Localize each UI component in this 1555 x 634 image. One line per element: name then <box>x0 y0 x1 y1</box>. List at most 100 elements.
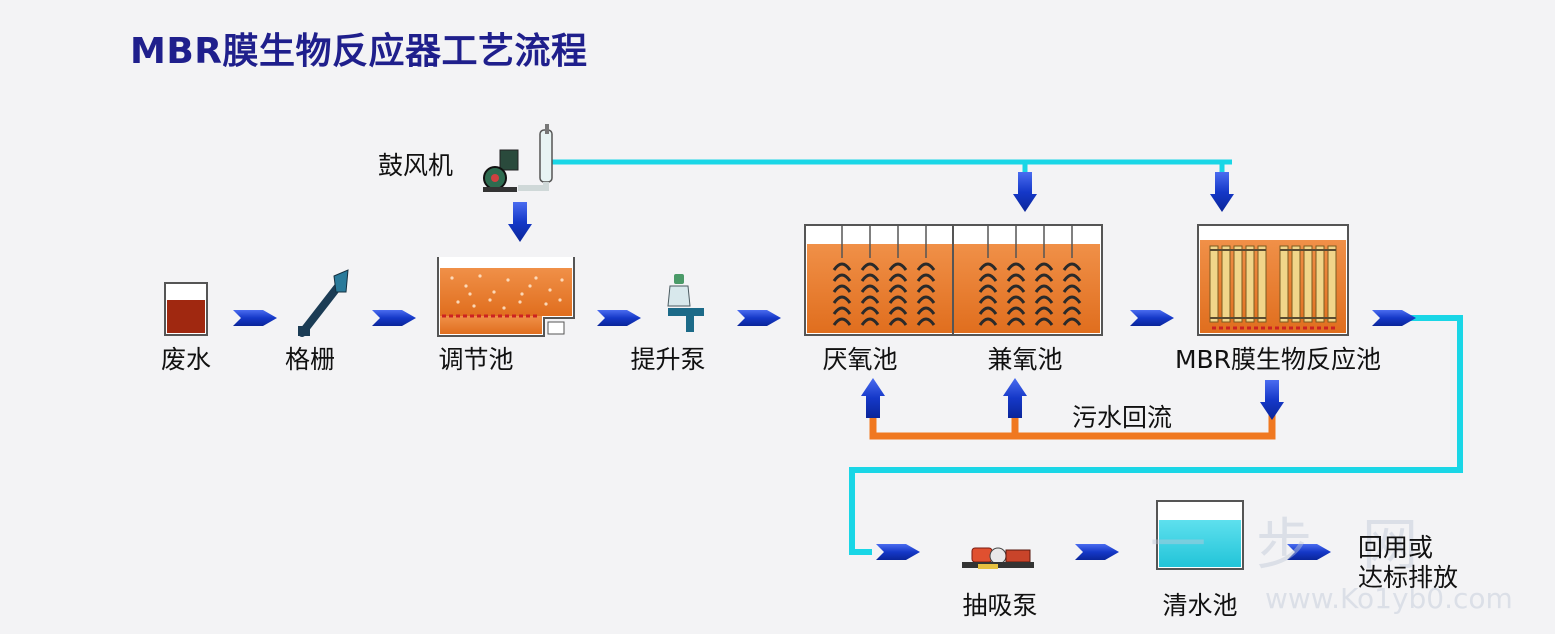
permeate-pipe <box>849 315 1463 555</box>
mbr-tank-label: MBR膜生物反应池 <box>1174 345 1382 374</box>
membrane-module <box>1233 245 1243 323</box>
diffuser-arc <box>832 284 852 293</box>
diffuser-arc <box>1034 262 1054 271</box>
page-title: MBR膜生物反应器工艺流程 <box>130 31 588 72</box>
diffuser-arc <box>978 262 998 271</box>
diffuser-arc <box>832 295 852 304</box>
diffuser-arc <box>1006 284 1026 293</box>
diffuser-arc <box>860 284 880 293</box>
wastewater-tank-icon <box>164 282 208 336</box>
clear-water-tank-icon <box>1156 500 1244 570</box>
anaerobic-anoxic-tank-icon <box>804 224 1103 336</box>
flow-arrow-mbr-outlet <box>1372 310 1416 326</box>
return-arrow-mbr <box>1260 380 1284 420</box>
membrane-module <box>1245 245 1255 323</box>
diffuser-arc <box>1062 273 1082 282</box>
membrane-module <box>1257 245 1267 323</box>
diffuser-arc <box>860 306 880 315</box>
diffuser-arc <box>1006 295 1026 304</box>
diffuser-arc <box>1062 284 1082 293</box>
lift-pump-label: 提升泵 <box>630 345 706 374</box>
watermark-cn: 一步网 <box>1150 513 1468 578</box>
diffuser-arc <box>860 273 880 282</box>
flow-arrow-tank-to-pump <box>597 310 641 326</box>
diffuser-arc <box>916 295 936 304</box>
suction-pump-icon <box>962 547 1034 569</box>
membrane-module <box>1327 245 1337 323</box>
reuse-label-line1: 回用或 <box>1358 533 1434 562</box>
diffuser-arc <box>832 306 852 315</box>
flow-arrow-anoxic-to-mbr <box>1130 310 1174 326</box>
diffuser-arc <box>888 273 908 282</box>
diffuser-arc <box>978 295 998 304</box>
flow-arrows <box>233 172 1416 560</box>
screen-icon <box>298 269 349 337</box>
diffuser-arc <box>978 284 998 293</box>
diffuser-arc <box>978 317 998 326</box>
diffuser-arc <box>832 317 852 326</box>
diffuser-arc <box>888 262 908 271</box>
flow-arrow-screen-to-tank <box>372 310 416 326</box>
membrane-module <box>1303 245 1313 323</box>
diffuser-arc <box>1034 284 1054 293</box>
air-arrow-anoxic <box>1013 172 1037 212</box>
diffuser-arc <box>1034 273 1054 282</box>
diffuser-arc <box>978 273 998 282</box>
diffuser-arc <box>860 317 880 326</box>
screen-label: 格栅 <box>284 345 336 374</box>
clear-water-tank-label: 清水池 <box>1162 591 1238 620</box>
membrane-module <box>1315 245 1325 323</box>
wastewater-label: 废水 <box>160 345 212 374</box>
membrane-module <box>1221 245 1231 323</box>
diffuser-arc <box>1006 262 1026 271</box>
diffuser-arc <box>888 284 908 293</box>
diffuser-arc <box>888 306 908 315</box>
diffuser-arc <box>978 306 998 315</box>
diffuser-arc <box>916 262 936 271</box>
diffuser-arc <box>832 262 852 271</box>
diffuser-arc <box>888 317 908 326</box>
diffuser-arc <box>1006 273 1026 282</box>
diffuser-arc <box>1034 306 1054 315</box>
diffuser-arc <box>1006 306 1026 315</box>
flow-arrow-pump-to-clear-tank <box>1075 544 1119 560</box>
diffuser-arc <box>1006 317 1026 326</box>
diffuser-arc <box>1034 317 1054 326</box>
flow-arrow-to-discharge <box>1287 544 1331 560</box>
membrane-module <box>1279 245 1289 323</box>
diffuser-arc <box>860 262 880 271</box>
equalization-tank-icon <box>437 257 575 337</box>
air-pipe <box>548 159 1232 175</box>
watermark-url: www.Ko1yb0.com <box>1265 582 1513 615</box>
diffuser-arc <box>860 295 880 304</box>
diffuser-arc <box>916 273 936 282</box>
air-arrow-blower <box>508 202 532 242</box>
diffuser-arc <box>916 284 936 293</box>
anaerobic-tank-label: 厌氧池 <box>822 345 898 374</box>
blower-icon <box>483 124 553 192</box>
mbr-tank-icon <box>1197 224 1349 336</box>
membrane-module <box>1209 245 1219 323</box>
diffuser-arc <box>1062 295 1082 304</box>
flow-arrow-to-suction-pump <box>876 544 920 560</box>
equalization-tank-label: 调节池 <box>438 345 514 374</box>
sludge-return-label: 污水回流 <box>1072 403 1173 432</box>
diffuser-arc <box>888 295 908 304</box>
diffuser-arc <box>1062 306 1082 315</box>
reuse-label-line2: 达标排放 <box>1358 563 1459 592</box>
diffuser-arc <box>1062 262 1082 271</box>
anoxic-tank-label: 兼氧池 <box>987 345 1063 374</box>
diffuser-arc <box>916 306 936 315</box>
flow-arrow-wastewater-to-screen <box>233 310 277 326</box>
diffuser-arc <box>832 273 852 282</box>
blower-label: 鼓风机 <box>378 151 454 180</box>
suction-pump-label: 抽吸泵 <box>962 591 1038 620</box>
flow-arrow-pump-to-anaerobic <box>737 310 781 326</box>
return-arrow-anaerobic <box>861 378 885 418</box>
air-arrow-mbr <box>1210 172 1234 212</box>
return-arrow-anoxic <box>1003 378 1027 418</box>
membrane-module <box>1291 245 1301 323</box>
diffuser-arc <box>1062 317 1082 326</box>
